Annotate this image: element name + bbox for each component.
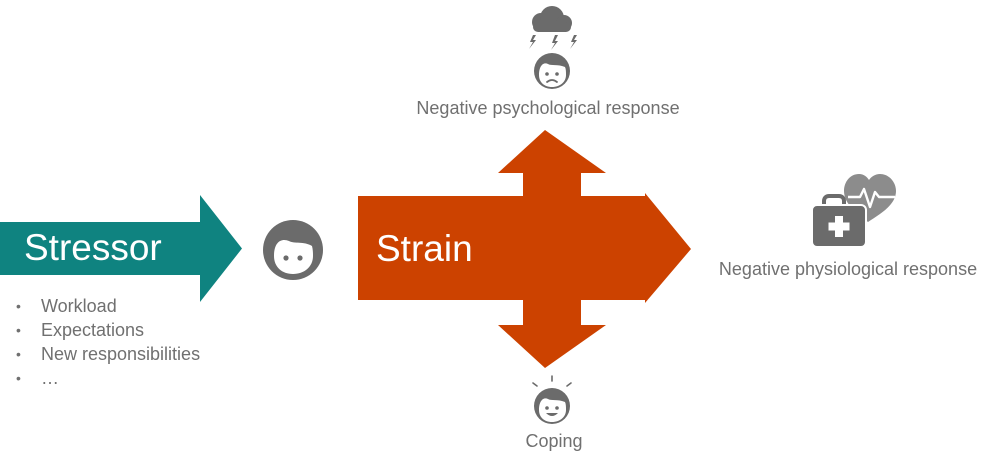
list-item: •…	[16, 368, 59, 388]
list-item: •Workload	[16, 296, 117, 316]
list-item: •Expectations	[16, 320, 145, 340]
happy-face-icon	[532, 375, 572, 424]
storm-cloud-icon	[532, 6, 572, 32]
bullet-icon: •	[16, 322, 21, 338]
strain-arrow-shape	[358, 130, 691, 368]
neutral-face-icon	[263, 220, 323, 280]
coping-label: Coping	[525, 431, 583, 451]
stressor-label: Stressor	[24, 227, 162, 268]
physiological-response-label: Negative physiological response	[718, 259, 978, 279]
list-item: •New responsibilities	[16, 344, 201, 364]
stressor-arrow	[0, 195, 242, 302]
bullet-icon: •	[16, 346, 21, 362]
sparkle-icon	[532, 375, 572, 387]
storm-cloud-sad-face-icon	[529, 6, 577, 89]
bullet-icon: •	[16, 298, 21, 314]
stressor-arrow-shape	[0, 195, 242, 302]
strain-label: Strain	[376, 228, 473, 269]
sad-face-icon	[534, 53, 570, 89]
medical-kit-heart-icon	[811, 174, 896, 248]
bullet-icon: •	[16, 370, 21, 386]
stressor-list: •Workload •Expectations •New responsibil…	[14, 294, 200, 390]
medical-kit-icon	[811, 194, 867, 248]
psychological-response-label: Negative psychological response	[416, 98, 680, 118]
lightning-icon	[529, 35, 577, 50]
heartbeat-icon	[848, 187, 895, 209]
strain-cross-arrow	[358, 130, 691, 368]
